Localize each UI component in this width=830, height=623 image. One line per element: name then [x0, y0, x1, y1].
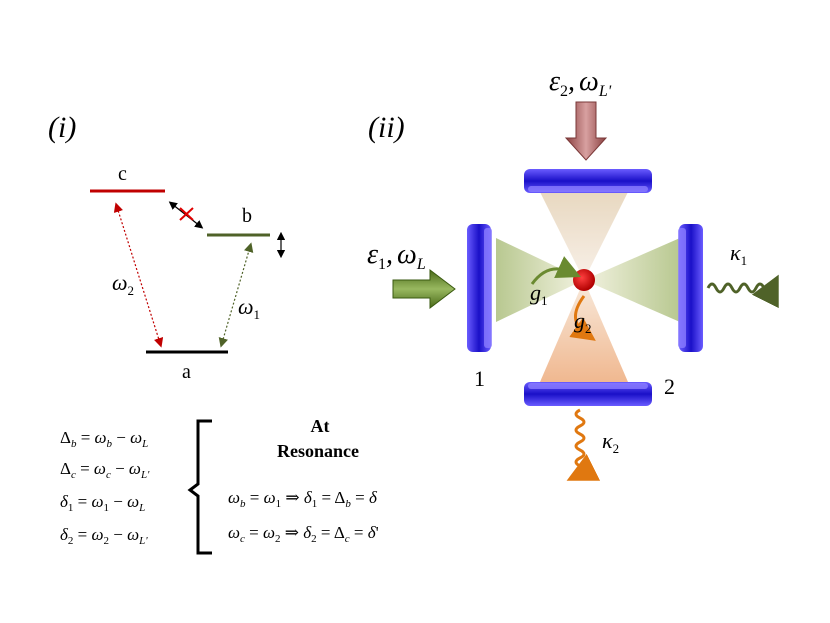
cavity-2-label: 2: [664, 374, 675, 399]
omega1-label: ω1: [238, 294, 260, 322]
level-c-label: c: [118, 163, 127, 185]
equation-resonance-c: ωc = ω2 ⇒ δ2 = Δc = δ': [228, 523, 379, 545]
drive-top-arrow: [564, 101, 608, 161]
drive-left-arrow: [392, 268, 456, 310]
g1-label: g1: [530, 280, 548, 308]
equation-delta-2: δ2 = ω2 − ωL': [60, 525, 148, 547]
mirror-top: [524, 169, 652, 193]
mirror-left: [467, 224, 492, 352]
level-a-label: a: [182, 361, 191, 383]
equation-delta-c: Δc = ωc − ωL': [60, 459, 150, 481]
resonance-title-at: At: [311, 416, 330, 436]
drive-top-label: ε2,ωL': [549, 66, 612, 100]
g2-label: g2: [574, 308, 592, 336]
atom-dot: [573, 269, 595, 291]
drive-left-label: ε1,ωL: [367, 239, 426, 273]
resonance-title-resonance: Resonance: [277, 441, 359, 461]
beam-right: [584, 238, 680, 322]
equation-resonance-b: ωb = ω1 ⇒ δ1 = Δb = δ: [228, 488, 378, 510]
mirror-right: [678, 224, 703, 352]
forbidden-cross-icon: [179, 207, 194, 221]
omega2-label: ω2: [112, 270, 134, 298]
kappa1-output-arrow: [706, 274, 779, 309]
kappa2-output-arrow: [566, 408, 601, 481]
g2-coupling-arrow: [569, 295, 596, 341]
equation-delta-b: Δb = ωb − ωL: [60, 428, 148, 450]
beam-top: [540, 192, 628, 280]
beam-left: [496, 238, 584, 322]
cavity-1-label: 1: [474, 366, 485, 391]
omega1-transition-arrow: [218, 242, 254, 348]
mirror-bottom: [524, 382, 652, 406]
resonance-equations: ωb = ω1 ⇒ δ1 = Δb = δ ωc = ω2 ⇒ δ2 = Δc …: [228, 488, 379, 545]
detuning-equations: Δb = ωb − ωL Δc = ωc − ωL' δ1 = ω1 − ωL …: [60, 428, 150, 547]
equation-delta-1: δ1 = ω1 − ωL: [60, 492, 145, 514]
level-b-label: b: [242, 205, 252, 227]
bracket: [187, 419, 212, 555]
panel-ii-label: (ii): [368, 111, 405, 144]
kappa1-label: κ1: [730, 240, 747, 268]
g1-coupling-arrow: [530, 256, 581, 285]
panel-i-label: (i): [48, 111, 76, 144]
kappa2-label: κ2: [602, 428, 619, 456]
